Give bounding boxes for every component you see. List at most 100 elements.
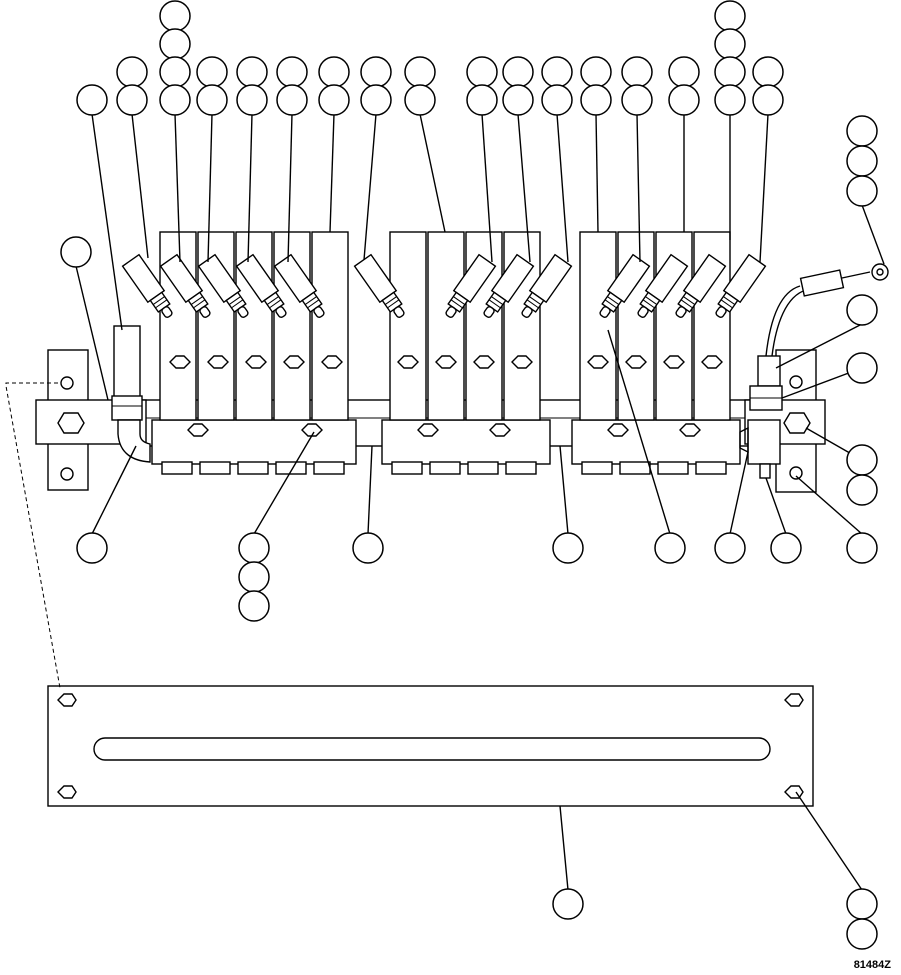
solenoid-connector xyxy=(235,253,287,318)
solenoid-connector xyxy=(273,253,325,318)
leader-line xyxy=(559,805,569,891)
leader-line xyxy=(729,451,749,535)
nut-row xyxy=(161,461,345,475)
leader-line xyxy=(765,477,787,535)
wire-harness-connector xyxy=(765,263,889,357)
leader-line xyxy=(559,445,569,535)
callout-bubble xyxy=(668,56,700,88)
callout-bubble xyxy=(159,56,191,88)
callout-bubble xyxy=(238,532,270,564)
leader-line xyxy=(91,445,137,535)
solenoid-connector xyxy=(675,253,727,318)
callout-bubble xyxy=(846,532,878,564)
tee-fitting xyxy=(739,419,781,479)
leader-line xyxy=(91,113,123,331)
callout-bubble xyxy=(621,56,653,88)
elbow-fitting xyxy=(117,419,151,463)
callout-bubble xyxy=(404,84,436,116)
callout-bubble xyxy=(846,145,878,177)
slotted-plate xyxy=(47,685,814,807)
callout-bubble xyxy=(236,56,268,88)
callout-bubble xyxy=(466,84,498,116)
nut-row xyxy=(391,461,537,475)
leader-line xyxy=(607,329,671,535)
callout-bubble xyxy=(541,84,573,116)
callout-bubble xyxy=(714,28,746,60)
callout-bubble xyxy=(846,175,878,207)
leader-line xyxy=(174,113,181,263)
callout-bubble xyxy=(404,56,436,88)
solenoid-connector xyxy=(121,253,173,318)
leader-line xyxy=(795,475,863,535)
leader-line xyxy=(329,113,335,233)
callout-bubble xyxy=(846,352,878,384)
callout-bubble xyxy=(236,84,268,116)
callout-bubble xyxy=(580,84,612,116)
leader-line xyxy=(481,113,493,263)
callout-bubble xyxy=(541,56,573,88)
solenoid-connector xyxy=(197,253,249,318)
callout-bubble xyxy=(714,532,746,564)
leader-line xyxy=(207,113,213,263)
callout-bubble xyxy=(714,56,746,88)
callout-bubble xyxy=(552,888,584,920)
solenoid-connector xyxy=(483,253,535,318)
callout-bubble xyxy=(846,474,878,506)
callout-bubble xyxy=(196,84,228,116)
callout-bubble xyxy=(276,84,308,116)
callout-bubble xyxy=(196,56,228,88)
hose-fitting xyxy=(111,325,143,421)
callout-bubble xyxy=(318,56,350,88)
solenoid-connector xyxy=(353,253,405,318)
callout-bubble xyxy=(276,56,308,88)
leader-line xyxy=(287,113,293,263)
callout-bubble xyxy=(60,236,92,268)
callout-bubble xyxy=(654,532,686,564)
solenoid-connector xyxy=(599,253,651,318)
leader-line xyxy=(75,265,109,401)
solenoid-valve-bank-left xyxy=(151,231,357,475)
callout-bubble xyxy=(352,532,384,564)
callout-bubble xyxy=(502,56,534,88)
leader-line xyxy=(253,431,315,535)
leader-line xyxy=(363,113,377,261)
callout-bubble xyxy=(846,294,878,326)
callout-bubble xyxy=(621,84,653,116)
leader-line xyxy=(775,323,863,369)
callout-bubble xyxy=(159,84,191,116)
callout-bubble xyxy=(466,56,498,88)
callout-bubble xyxy=(846,918,878,950)
callout-bubble xyxy=(846,115,878,147)
callout-bubble xyxy=(238,590,270,622)
leader-line xyxy=(759,113,769,263)
leader-line xyxy=(247,113,253,263)
leader-line xyxy=(861,204,885,265)
callout-bubble xyxy=(159,28,191,60)
leader-line xyxy=(595,113,599,233)
callout-bubble xyxy=(714,84,746,116)
callout-bubble xyxy=(76,84,108,116)
callout-bubbles xyxy=(60,0,878,950)
callout-bubble xyxy=(752,56,784,88)
leader-line xyxy=(636,113,641,263)
leader-line xyxy=(131,113,149,259)
leader-line xyxy=(556,113,569,263)
callout-bubble xyxy=(318,84,350,116)
solenoid-connector xyxy=(637,253,689,318)
callout-bubble xyxy=(846,444,878,476)
callout-bubble xyxy=(714,0,746,32)
nut-row xyxy=(581,461,727,475)
leader-line xyxy=(367,445,373,535)
callout-bubble xyxy=(360,84,392,116)
callout-bubble xyxy=(552,532,584,564)
callout-bubble xyxy=(116,84,148,116)
callout-bubble xyxy=(116,56,148,88)
drawing-number: 81484Z xyxy=(853,959,891,971)
callout-bubble xyxy=(76,532,108,564)
solenoid-connector xyxy=(715,253,767,318)
leader-line xyxy=(419,113,446,233)
callout-bubble xyxy=(360,56,392,88)
solenoid-connector xyxy=(521,253,573,318)
solenoid-connector xyxy=(159,253,211,318)
